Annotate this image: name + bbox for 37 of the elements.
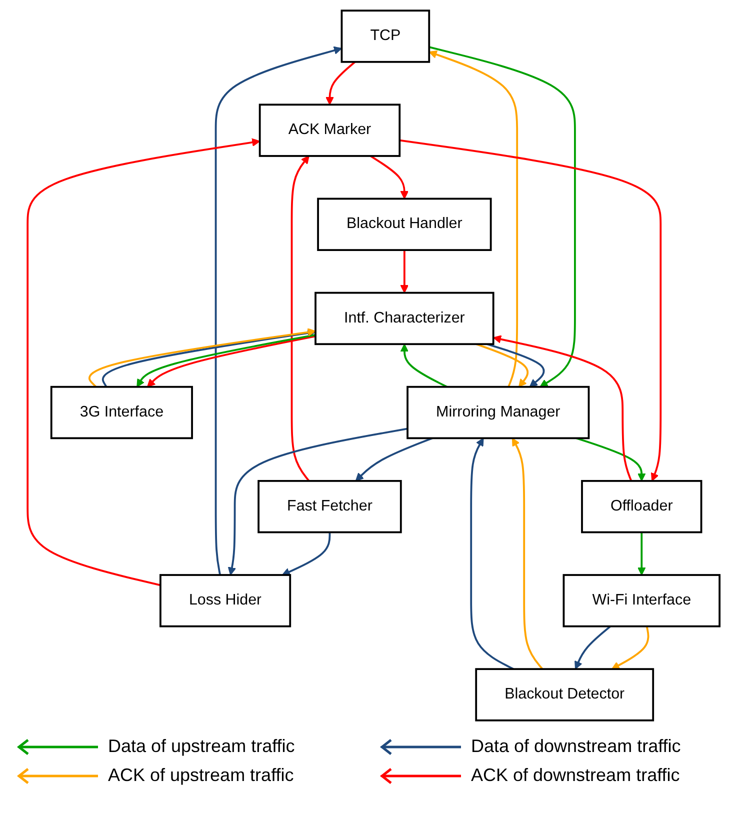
legend-text: Data of downstream traffic [471,736,681,757]
arrow [291,155,310,482]
arrow [400,138,662,481]
arrow [370,154,410,199]
arrow [27,138,261,586]
arrow [228,427,408,575]
node-box: ACK Marker [259,103,401,156]
node-box: TCP [341,9,430,62]
node-box: Loss Hider [160,574,292,627]
legend-text: ACK of downstream traffic [471,765,680,786]
node-box: Fast Fetcher [258,480,402,533]
node-box: Blackout Handler [318,197,492,250]
arrow [574,625,612,669]
legend-text: ACK of upstream traffic [108,765,294,786]
arrow [400,343,448,388]
node-box: 3G Interface [50,385,194,439]
arrow [429,50,518,387]
arrow [356,436,434,481]
arrow [429,46,576,387]
arrow [512,437,544,670]
node-box: Offloader [581,480,703,533]
node-box: Blackout Detector [476,668,654,721]
arrow [215,46,343,575]
arrow [612,626,650,669]
arrow [326,60,356,105]
arrow [282,532,332,576]
arrow [493,334,633,481]
arrow [638,532,646,575]
arrow [487,342,546,387]
arrow [400,250,410,293]
legend-text: Data of upstream traffic [108,736,295,757]
node-box: Mirroring Manager [407,385,590,439]
node-box: Wi-Fi Interface [563,574,721,627]
arrow [576,436,646,481]
arrow [470,437,514,670]
arrow [476,342,529,387]
node-box: Intf. Characterizer [314,291,495,345]
